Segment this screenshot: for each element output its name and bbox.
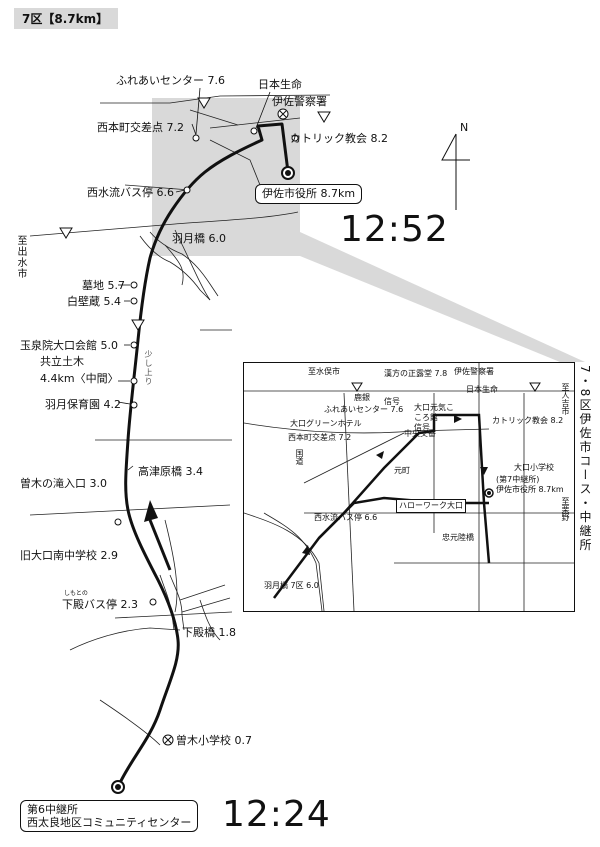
inset-road: 国道 (295, 449, 304, 465)
inset-to-kurino: 至栗野 (561, 497, 570, 521)
inset-to-mizuma: 至水俣市 (308, 367, 340, 376)
label-takatsuhara: 高津原橋 3.4 (138, 465, 203, 478)
compass-north: N (460, 121, 469, 134)
label-shimotono-ruby: しもとの (64, 590, 88, 597)
label-nishihonmachi: 西本町交差点 7.2 (97, 121, 184, 134)
inset-chuo-koban: 中央交番 (404, 429, 436, 438)
route-shield (59, 227, 73, 239)
inset-projection (300, 232, 585, 362)
inset-side-title: 7・8区伊佐市コース・中継所 (578, 365, 592, 553)
label-fureai-center: ふれあいセンター 7.6 (116, 74, 225, 87)
inset-nishisuiryu: 西水流バス停 6.6 (314, 513, 378, 522)
label-police: 伊佐警察署 (272, 95, 327, 108)
inset-okuchi-school: 大口小学校 (514, 463, 554, 472)
inset-map: 至水俣市 漢方の正露堂 7.8 伊佐警察署 日本生命 鹿銀 信号 ふれあいセンタ… (243, 362, 575, 612)
start-box-line2: 西太良地区コミュニティセンター (27, 816, 192, 829)
inset-motomachi: 元町 (394, 466, 410, 475)
label-kyoritsu: 共立土木 (40, 355, 84, 368)
inset-shingo-2: 信号 (414, 423, 430, 432)
label-sogi-taki: 曽木の滝入口 3.0 (20, 477, 107, 490)
arrival-time: 12:52 (340, 209, 449, 250)
label-bochi: 墓地 5.7 (82, 279, 125, 292)
inset-to-hitoyoshi: 至人吉市 (561, 383, 570, 415)
inset-okuchi-genki: 大口元気こころ館 (414, 403, 454, 422)
inset-shingo-1: 信号 (384, 397, 400, 406)
start-box: 第6中継所 西太良地区コミュニティセンター (20, 800, 199, 832)
inset-fureai: ふれあいセンター 7.6 (324, 405, 404, 414)
label-sogi-school: 曽木小学校 0.7 (176, 734, 252, 747)
label-hatsuki-bridge: 羽月橋 6.0 (172, 232, 226, 245)
inset-nihon-seimei: 日本生命 (466, 385, 498, 394)
inset-police: 伊佐警察署 (454, 367, 494, 376)
inset-relay7: (第7中継所) (496, 475, 540, 484)
label-kyu-okuchi: 旧大口南中学校 2.9 (20, 549, 118, 562)
label-shimotono-bridge: 下殿橋 1.8 (182, 626, 236, 639)
label-kyoritsu-km: 4.4km〈中間〉 (40, 372, 119, 385)
label-hatsuki-hoikuen: 羽月保育園 4.2 (45, 398, 121, 411)
inset-nishihonmachi: 西本町交差点 7.2 (288, 433, 352, 442)
inset-hatsuki-bridge: 羽月橋 7区 6.0 (264, 581, 319, 590)
label-hakuhekigura: 白壁蔵 5.4 (67, 295, 121, 308)
label-catholic: カトリック教会 8.2 (290, 132, 388, 145)
start-time: 12:24 (222, 794, 331, 835)
section-header: 7区【8.7km】 (14, 8, 119, 29)
label-uphill: 少し上り (144, 350, 153, 386)
inset-shingenkyo: 忠元陸橋 (442, 533, 474, 542)
inset-hello-work: ハローワーク大口 (396, 499, 466, 513)
inset-kanpo: 漢方の正露堂 7.8 (384, 369, 448, 378)
route-shield (131, 319, 145, 331)
inset-city-hall: 伊佐市役所 8.7km (496, 485, 564, 494)
start-box-line1: 第6中継所 (27, 803, 78, 816)
label-shimotono-bus: 下殿バス停 2.3 (62, 598, 138, 611)
label-gyokusenin: 玉泉院大口会館 5.0 (20, 339, 118, 352)
inset-catholic: カトリック教会 8.2 (492, 416, 564, 425)
finish-box: 伊佐市役所 8.7km (255, 184, 363, 204)
label-nihon-seimei: 日本生命 (258, 78, 302, 91)
inset-green-hotel: 大口グリーンホテル (290, 419, 362, 428)
direction-izumi: 至出水市 (15, 235, 26, 279)
inset-rokugin: 鹿銀 (354, 393, 370, 402)
route-shield (197, 97, 211, 109)
route-shield (317, 111, 331, 123)
direction-arrow (148, 519, 172, 571)
compass-icon (441, 133, 470, 210)
label-nishisuiryu: 西水流バス停 6.6 (87, 186, 174, 199)
